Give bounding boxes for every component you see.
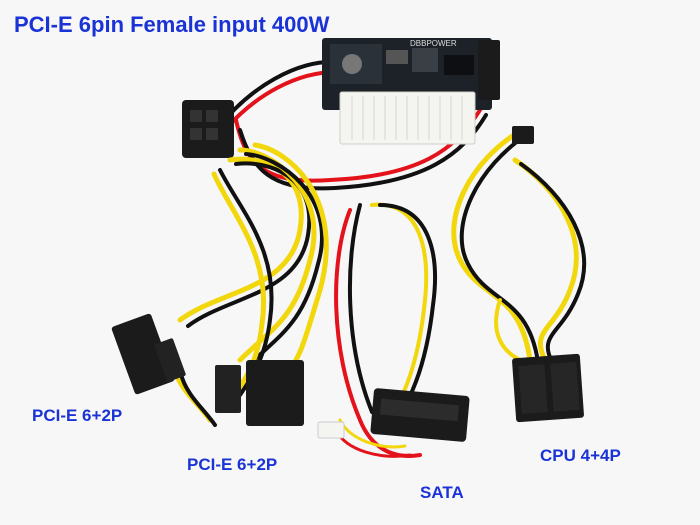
- cpu-label: CPU 4+4P: [540, 446, 621, 465]
- pcie-6plus2-connector-left: [111, 313, 186, 395]
- small-aux-connector: [317, 421, 345, 439]
- pcie-6plus2-connector-bottom: [215, 360, 304, 426]
- atx-24pin-connector: [339, 91, 476, 145]
- sata-power-connector: [370, 388, 470, 442]
- board-label: DBBPOWER: [410, 39, 457, 48]
- sata-cable: [334, 202, 437, 458]
- pcie-left-label: PCI-E 6+2P: [32, 406, 123, 425]
- pcie-bottom-label: PCI-E 6+2P: [187, 455, 278, 474]
- cpu-cable: [451, 127, 587, 364]
- cpu-header-connector: [512, 126, 534, 144]
- pcie-6pin-female-connector: [182, 100, 234, 158]
- title-label: PCI-E 6pin Female input 400W: [14, 12, 330, 37]
- cpu-4plus4-connector: [512, 353, 584, 423]
- sata-label: SATA: [420, 483, 464, 502]
